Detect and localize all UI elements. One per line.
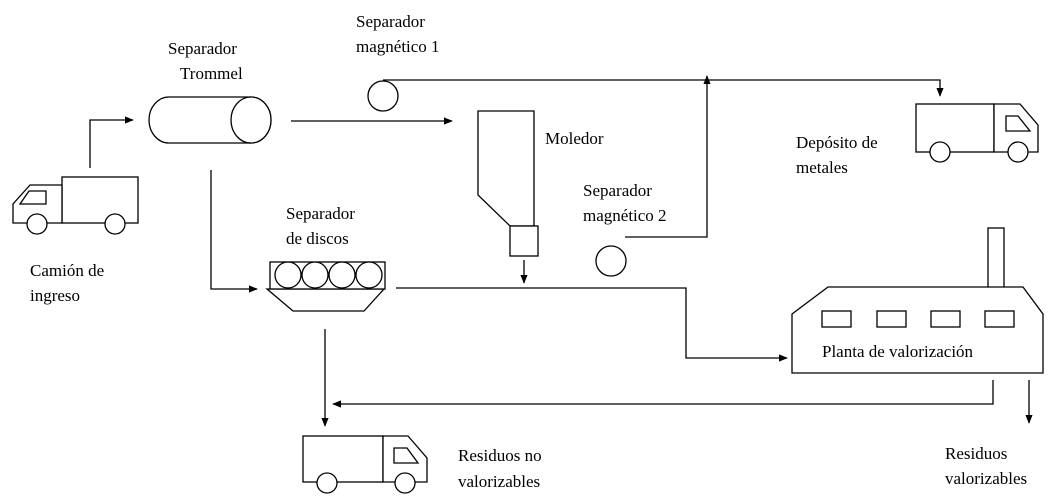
svg-text:Separador: Separador (356, 12, 425, 31)
grinder-icon (477, 110, 539, 257)
magnetic-separator-2-label: Separador magnético 2 (583, 181, 667, 225)
svg-text:Residuos: Residuos (945, 444, 1007, 463)
disc-separator-icon (265, 261, 386, 312)
magnetic-separator-1-label: Separador magnético 1 (356, 12, 440, 56)
svg-text:ingreso: ingreso (30, 286, 80, 305)
metal-deposit-truck-icon (915, 103, 1039, 163)
magnetic-separator-2-icon (595, 245, 627, 277)
valorization-plant-icon (791, 227, 1044, 374)
recoverable-waste-label: Residuos valorizables (945, 444, 1027, 488)
disc-separator-label: Separador de discos (286, 204, 355, 248)
svg-text:magnético 2: magnético 2 (583, 206, 667, 225)
non-recoverable-waste-label: Residuos no valorizables (458, 446, 542, 491)
trommel-label: Separador Trommel (168, 39, 243, 83)
svg-text:magnético 1: magnético 1 (356, 37, 440, 56)
svg-text:valorizables: valorizables (945, 469, 1027, 488)
svg-text:Separador: Separador (583, 181, 652, 200)
entry-truck-icon (12, 176, 139, 235)
magnetic-separator-1-icon (367, 80, 399, 112)
svg-text:Residuos no: Residuos no (458, 446, 542, 465)
svg-text:Camión de: Camión de (30, 261, 104, 280)
svg-text:metales: metales (796, 158, 848, 177)
svg-text:Separador: Separador (168, 39, 237, 58)
trommel-separator-icon (148, 96, 272, 144)
metal-deposit-label: Depósito de metales (796, 133, 878, 177)
svg-text:Depósito de: Depósito de (796, 133, 878, 152)
flow-connectors (89, 75, 1033, 427)
svg-text:valorizables: valorizables (458, 472, 540, 491)
non-recoverable-waste-truck-icon (302, 435, 428, 494)
svg-text:de discos: de discos (286, 229, 349, 248)
valorization-plant-label: Planta de valorización (822, 342, 974, 361)
entry-truck-label: Camión de ingreso (30, 261, 104, 305)
svg-text:Trommel: Trommel (180, 64, 243, 83)
grinder-label: Moledor (545, 129, 604, 148)
svg-text:Separador: Separador (286, 204, 355, 223)
